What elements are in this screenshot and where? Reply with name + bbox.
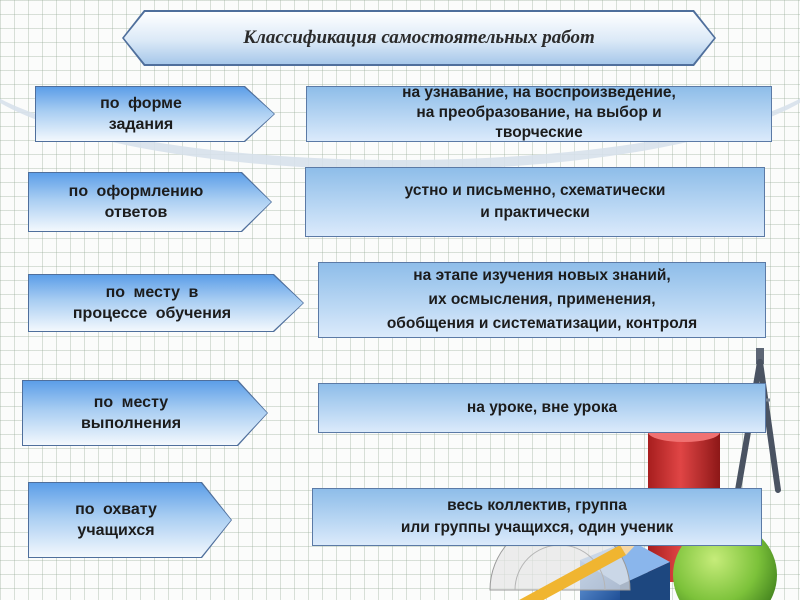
criterion-coverage-arrow: по охвату учащихся bbox=[28, 482, 232, 558]
criterion-learning-stage-label: по месту в процессе обучения bbox=[72, 284, 232, 322]
description-answer-format-box: устно и письменно, схематически и практи… bbox=[305, 167, 765, 237]
title-banner: Классификация самостоятельных работ bbox=[122, 10, 716, 66]
description-learning-stage-box: на этапе изучения новых знаний, их осмыс… bbox=[318, 262, 766, 338]
page-title: Классификация самостоятельных работ bbox=[243, 27, 595, 48]
description-form-text: на узнавание, на воспроизведение, на пре… bbox=[402, 84, 676, 141]
description-place-box: на уроке, вне урока bbox=[318, 383, 766, 433]
description-form-box: на узнавание, на воспроизведение, на пре… bbox=[306, 84, 772, 142]
description-coverage-text: весь коллектив, группа или группы учащих… bbox=[400, 497, 674, 536]
geometry-tools-illustration bbox=[489, 348, 781, 600]
criterion-place-arrow: по месту выполнения bbox=[22, 380, 268, 446]
description-answer-format-text: устно и письменно, схематически и практи… bbox=[404, 182, 666, 221]
criterion-form-arrow: по форме задания bbox=[35, 86, 275, 142]
criterion-form-label: по форме задания bbox=[100, 95, 182, 133]
criterion-answer-format-arrow: по оформлению ответов bbox=[28, 172, 272, 232]
criterion-coverage-label: по охвату учащихся bbox=[75, 501, 157, 539]
criterion-answer-format-label: по оформлению ответов bbox=[68, 183, 204, 221]
criterion-learning-stage-arrow: по месту в процессе обучения bbox=[28, 274, 304, 332]
description-learning-stage-text: на этапе изучения новых знаний, их осмыс… bbox=[386, 267, 698, 332]
description-coverage-box: весь коллектив, группа или группы учащих… bbox=[312, 488, 762, 546]
criterion-place-label: по месту выполнения bbox=[80, 394, 182, 432]
description-place-text: на уроке, вне урока bbox=[466, 399, 618, 416]
